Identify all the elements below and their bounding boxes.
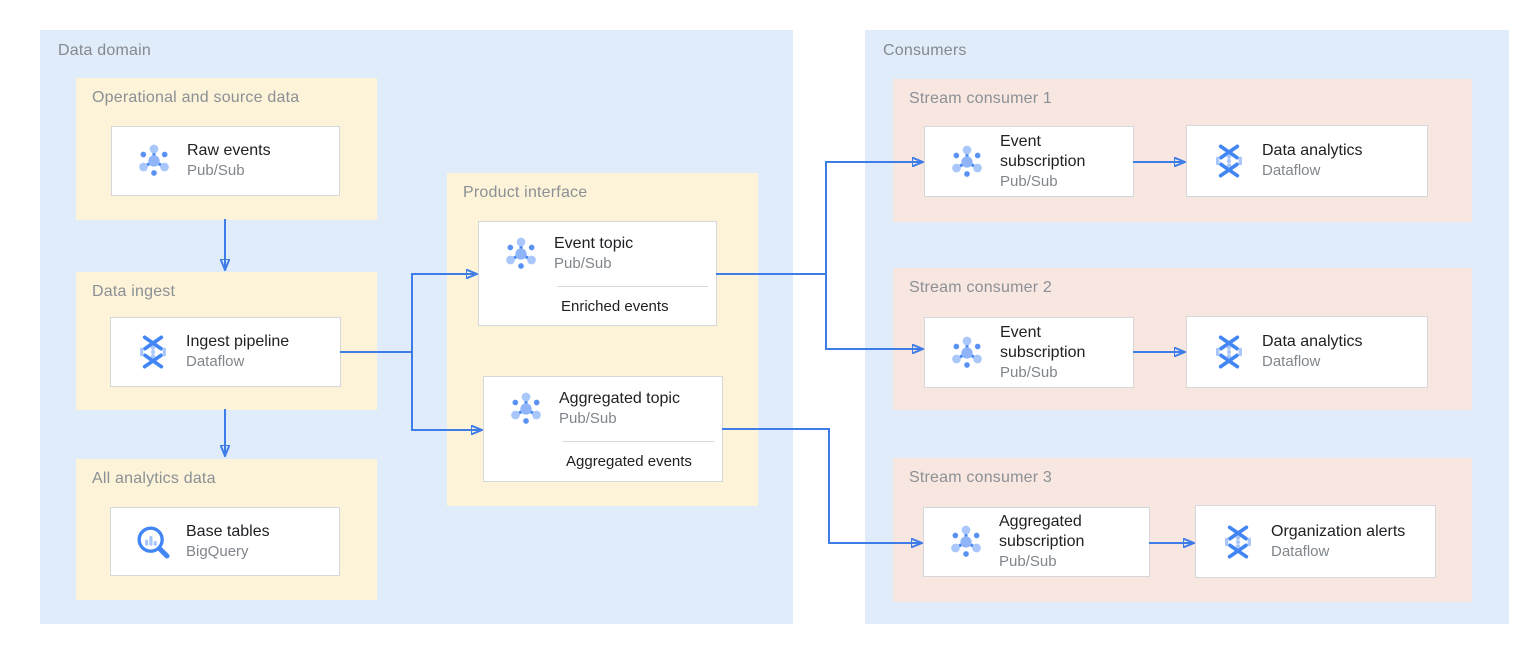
- card-title: Base tables: [186, 522, 270, 540]
- card-data-analytics-2: Data analytics Dataflow: [1186, 316, 1428, 388]
- dataflow-icon: [1209, 332, 1249, 372]
- dataflow-icon: [133, 332, 173, 372]
- card-product: Pub/Sub: [554, 255, 612, 272]
- data-domain-title: Data domain: [58, 42, 151, 59]
- group-title: Product interface: [463, 184, 588, 201]
- card-title: Data analytics: [1262, 142, 1363, 159]
- card-product: Pub/Sub: [1000, 172, 1058, 190]
- consumers-title: Consumers: [883, 42, 967, 59]
- pubsub-icon: [946, 522, 986, 562]
- group-title: Operational and source data: [92, 89, 300, 106]
- consumers-panel: Consumers Stream consumer 1 Event subscr…: [865, 30, 1509, 624]
- card-title: Event subscription: [1000, 132, 1086, 170]
- card-title: Raw events: [187, 142, 271, 159]
- card-product: Dataflow: [1271, 542, 1330, 560]
- group-title: Stream consumer 1: [909, 90, 1053, 107]
- card-product: Dataflow: [1262, 162, 1321, 179]
- card-raw-events: Raw events Pub/Sub: [111, 126, 340, 196]
- pubsub-icon: [501, 234, 541, 274]
- pubsub-icon: [134, 141, 174, 181]
- pubsub-icon: [506, 389, 546, 429]
- card-note-divider: Enriched events: [557, 286, 708, 325]
- group-stream-consumer-2: Stream consumer 2 Event subscription Pub…: [893, 268, 1472, 410]
- card-note: Enriched events: [561, 297, 669, 315]
- card-product: Pub/Sub: [559, 410, 617, 427]
- group-stream-consumer-1: Stream consumer 1 Event subscription Pub…: [893, 79, 1472, 222]
- bigquery-icon: [133, 522, 173, 562]
- card-event-topic: Event topic Pub/Sub Enriched events: [478, 221, 717, 326]
- card-organization-alerts: Organization alerts Dataflow: [1195, 505, 1436, 578]
- group-operational-source-data: Operational and source data Raw events P…: [76, 78, 377, 220]
- card-note: Aggregated events: [566, 453, 692, 470]
- group-title: Stream consumer 2: [909, 279, 1053, 296]
- card-aggregated-topic: Aggregated topic Pub/Sub Aggregated even…: [483, 376, 723, 482]
- dataflow-icon: [1218, 522, 1258, 562]
- card-product: Pub/Sub: [999, 553, 1057, 570]
- group-title: Stream consumer 3: [909, 469, 1053, 486]
- group-title: All analytics data: [92, 470, 216, 487]
- group-title: Data ingest: [92, 283, 176, 300]
- card-title: Event topic: [554, 235, 634, 252]
- card-product: Dataflow: [186, 353, 245, 370]
- pubsub-icon: [947, 333, 987, 373]
- pubsub-icon: [947, 142, 987, 182]
- card-note-divider: Aggregated events: [562, 441, 714, 481]
- card-title: Ingest pipeline: [186, 333, 290, 350]
- group-all-analytics-data: All analytics data Base tables BigQuery: [76, 459, 377, 600]
- card-title: Aggregated subscription: [999, 513, 1085, 550]
- card-title: Data analytics: [1262, 333, 1363, 350]
- card-title: Aggregated topic: [559, 390, 680, 407]
- card-event-subscription-2: Event subscription Pub/Sub: [924, 317, 1134, 388]
- card-product: Pub/Sub: [187, 162, 245, 179]
- data-domain-panel: Data domain Operational and source data …: [40, 30, 793, 624]
- card-ingest-pipeline: Ingest pipeline Dataflow: [110, 317, 341, 387]
- card-title: Event subscription: [1000, 323, 1086, 361]
- group-product-interface: Product interface Event topic Pub/Sub En…: [447, 173, 758, 506]
- card-data-analytics-1: Data analytics Dataflow: [1186, 125, 1428, 197]
- card-event-subscription-1: Event subscription Pub/Sub: [924, 126, 1134, 197]
- group-stream-consumer-3: Stream consumer 3 Aggregated subscriptio…: [893, 458, 1472, 602]
- card-product: Pub/Sub: [1000, 363, 1058, 381]
- dataflow-icon: [1209, 141, 1249, 181]
- card-aggregated-subscription: Aggregated subscription Pub/Sub: [923, 507, 1150, 577]
- card-base-tables: Base tables BigQuery: [110, 507, 340, 576]
- card-product: BigQuery: [186, 542, 249, 560]
- card-title: Organization alerts: [1271, 522, 1406, 540]
- card-product: Dataflow: [1262, 353, 1321, 370]
- group-data-ingest: Data ingest Ingest pipeline Dataflow: [76, 272, 377, 410]
